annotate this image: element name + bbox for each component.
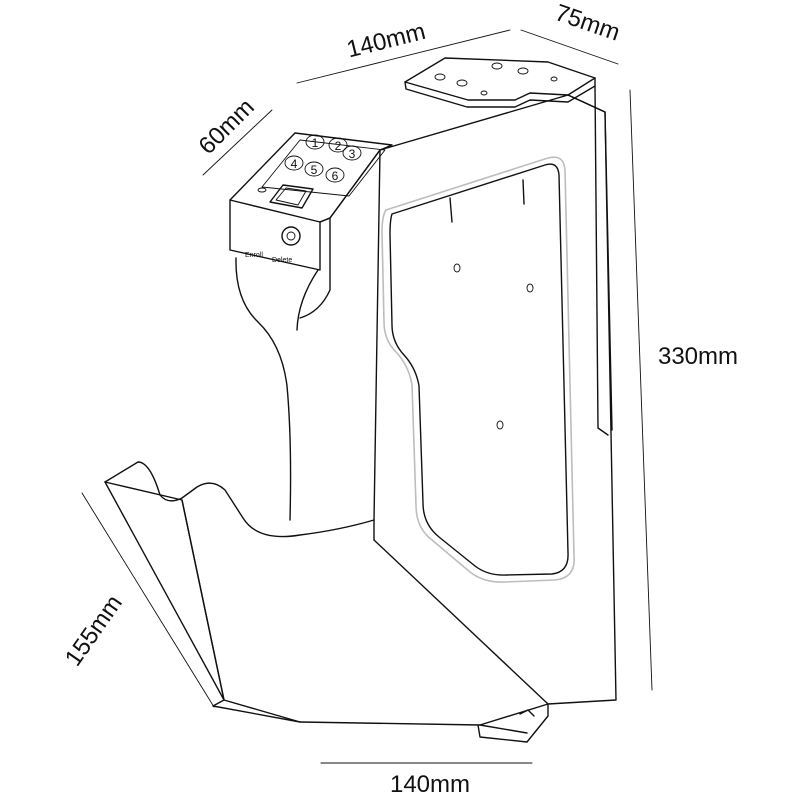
key-2-label: 2 [335, 139, 342, 153]
key-3-label: 3 [349, 147, 356, 161]
dim-line-bracket-depth [520, 29, 619, 65]
key-5[interactable]: 5 [304, 161, 324, 177]
enroll-label: Enroll [245, 252, 263, 259]
dim-line-top-width [296, 29, 511, 84]
key-6[interactable]: 6 [325, 167, 345, 183]
key-4[interactable]: 4 [284, 155, 304, 171]
key-4-label: 4 [291, 157, 298, 171]
dim-line-keypad-depth [202, 109, 273, 176]
dim-label-bottom-width: 140mm [390, 771, 470, 798]
back-panel [373, 94, 617, 705]
mounting-bracket [404, 57, 613, 436]
dim-line-cradle-length [81, 492, 215, 708]
dim-label-cradle-length: 155mm [60, 590, 128, 671]
key-lock-icon[interactable] [281, 226, 301, 246]
key-6-label: 6 [332, 169, 339, 183]
keypad-panel [261, 139, 386, 197]
front-body [229, 132, 393, 521]
gun-cradle [104, 461, 549, 743]
key-1-label: 1 [312, 136, 319, 150]
dim-label-bracket-depth: 75mm [552, 0, 624, 47]
keypad: 1 2 3 4 5 6 E [245, 134, 386, 264]
key-2[interactable]: 2 [328, 137, 348, 153]
dim-line-height [629, 89, 653, 691]
dim-label-top-width: 140mm [344, 18, 428, 64]
dim-label-keypad-depth: 60mm [194, 94, 260, 160]
key-1[interactable]: 1 [305, 134, 325, 150]
key-5-label: 5 [311, 163, 318, 177]
fingerprint-sensor-icon[interactable] [269, 184, 314, 209]
dimension-lines [81, 29, 653, 764]
dim-label-height: 330mm [658, 343, 738, 370]
indicator-light-icon [257, 187, 267, 193]
key-3[interactable]: 3 [342, 145, 362, 161]
delete-label: Delete [272, 257, 292, 264]
